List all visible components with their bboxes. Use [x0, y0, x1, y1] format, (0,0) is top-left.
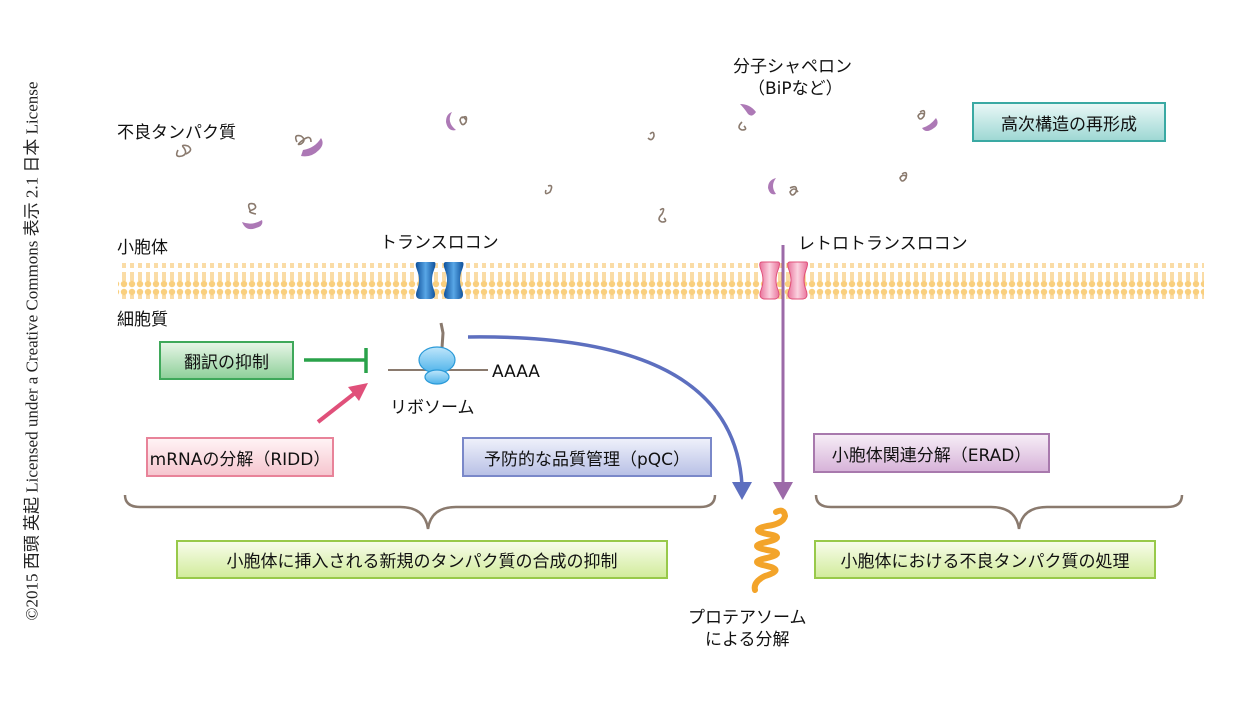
chaperone-bip	[242, 104, 938, 230]
pqc-arrow	[467, 335, 744, 486]
cytoplasm-label: 細胞質	[117, 310, 168, 330]
ribosome-label: リボソーム	[390, 398, 475, 418]
er-misfolded-processing-box: 小胞体における不良タンパク質の処理	[814, 540, 1156, 579]
chaperone-label-line1: 分子シャペロン	[733, 57, 852, 77]
ridd-box: mRNAの分解（RIDD）	[146, 437, 334, 477]
poly-a-label: AAAA	[492, 362, 540, 382]
proteasome-coil	[751, 507, 789, 593]
proteasome-label-line1: プロテアソーム	[688, 608, 807, 628]
refolding-box: 高次構造の再形成	[972, 102, 1166, 142]
ribosome-large-subunit	[418, 346, 456, 374]
proteasome-label-line2: による分解	[705, 630, 790, 650]
translation-inhibition-box: 翻訳の抑制	[159, 341, 294, 380]
erad-box: 小胞体関連分解（ERAD）	[813, 433, 1050, 473]
synthesis-suppression-box: 小胞体に挿入される新規のタンパク質の合成の抑制	[176, 540, 668, 579]
er-label: 小胞体	[117, 238, 168, 258]
er-membrane	[118, 263, 1204, 299]
pqc-arrowhead	[732, 482, 752, 500]
misfolded-protein-label: 不良タンパク質	[117, 123, 236, 143]
pqc-box: 予防的な品質管理（pQC）	[462, 437, 712, 477]
nascent-peptide	[439, 322, 445, 349]
unfolded-protein	[175, 109, 926, 223]
retrotranslocon-channel	[759, 261, 808, 300]
translocon-label: トランスロコン	[380, 233, 499, 253]
ridd-arrowhead	[348, 383, 368, 401]
translocon-channel	[415, 262, 464, 299]
ribosome-small-subunit	[424, 369, 450, 385]
left-brace	[123, 494, 717, 530]
right-brace	[814, 494, 1184, 530]
chaperone-label-line2: （BiPなど）	[748, 79, 843, 99]
ridd-arrow	[316, 391, 357, 424]
erad-arrowhead	[773, 482, 793, 500]
retrotranslocon-label: レトロトランスロコン	[798, 234, 968, 254]
